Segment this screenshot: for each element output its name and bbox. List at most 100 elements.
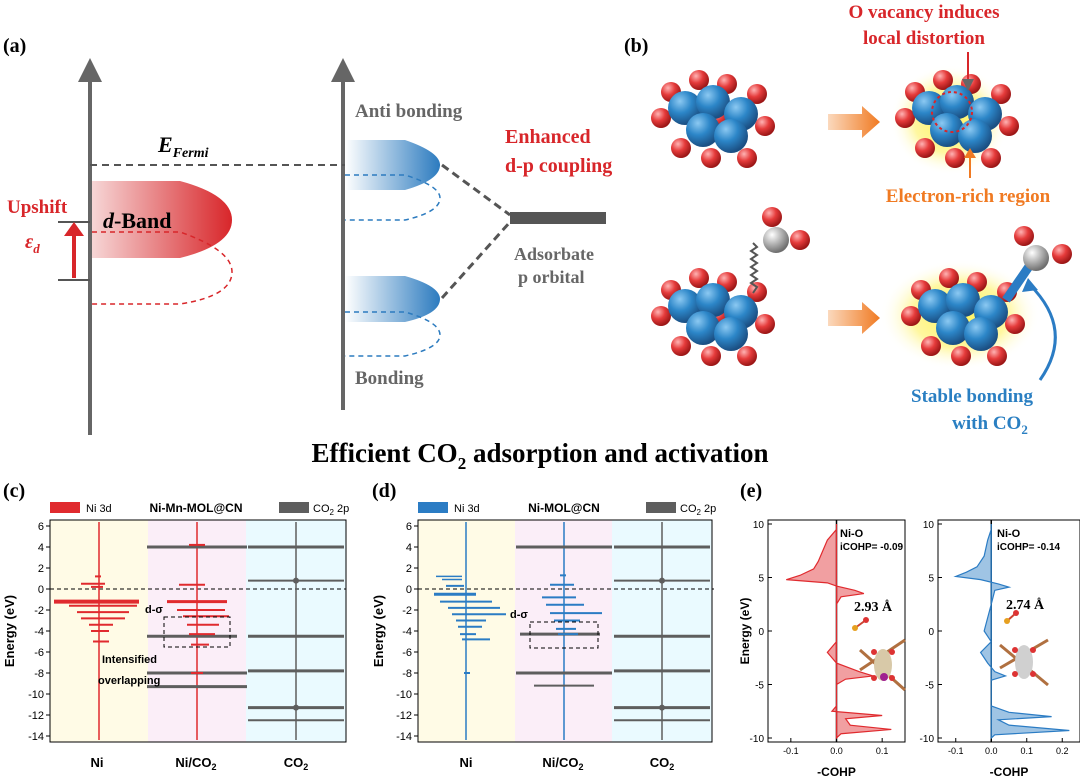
metal-atom bbox=[696, 85, 730, 119]
bond-right: Ni-O bbox=[997, 528, 1021, 540]
strong-bond bbox=[1002, 262, 1034, 303]
x-tick-label: -0.1 bbox=[948, 746, 964, 756]
cluster-vacancy bbox=[895, 70, 1019, 168]
annotation-c-2: overlapping bbox=[98, 675, 160, 687]
oxygen-atom bbox=[987, 346, 1007, 366]
oxygen-atom bbox=[737, 346, 757, 366]
antibonding-outline bbox=[345, 174, 441, 221]
y-tick-label: 4 bbox=[406, 542, 412, 554]
y-tick-label: -14 bbox=[28, 731, 44, 743]
metal-atom bbox=[946, 283, 980, 317]
metal-atom bbox=[686, 113, 720, 147]
y-tick-label: 6 bbox=[406, 521, 412, 533]
oxygen-atom bbox=[901, 306, 921, 326]
stable-bond-pointer bbox=[1028, 283, 1057, 381]
y-tick-label: -2 bbox=[34, 605, 44, 617]
x-tick-label: -0.1 bbox=[783, 746, 799, 756]
oxygen-atom bbox=[1005, 314, 1025, 334]
oxygen-atom bbox=[747, 84, 767, 104]
vacancy-marker bbox=[931, 91, 973, 133]
x-tick-label: 0.2 bbox=[1056, 746, 1069, 756]
d-band-shape bbox=[92, 181, 232, 258]
enhanced-label-1: Enhanced bbox=[505, 126, 591, 148]
icohp-left: iCOHP= -0.09 bbox=[840, 542, 904, 553]
distance-right: 2.74 Å bbox=[1006, 597, 1045, 613]
legend-d-title: Ni-MOL@CN bbox=[528, 501, 600, 515]
panel-c: (c) Ni 3d Ni-Mn-MOL@CN CO2 2p 6420-2-4-6… bbox=[2, 480, 349, 772]
x-axis-label: -COHP bbox=[817, 765, 856, 779]
x-axis-label: -COHP bbox=[990, 765, 1029, 779]
oxygen-atom bbox=[999, 116, 1019, 136]
panel-d-label: (d) bbox=[372, 480, 396, 502]
metal-atom bbox=[686, 311, 720, 345]
oxygen-atom bbox=[895, 108, 915, 128]
oxygen-atom bbox=[933, 70, 953, 90]
oxygen-atom bbox=[671, 336, 691, 356]
bonding-outline bbox=[345, 311, 441, 357]
oxygen-atom bbox=[939, 268, 959, 288]
oxygen-atom bbox=[915, 138, 935, 158]
oxygen-atom bbox=[689, 70, 709, 90]
cohp-curve bbox=[786, 524, 892, 740]
legend-d-ni3d-swatch bbox=[418, 502, 448, 513]
oxygen-atom bbox=[747, 282, 767, 302]
adsorbate-label-2: p orbital bbox=[518, 267, 585, 287]
y-tick-label: -4 bbox=[402, 626, 412, 638]
process-arrow-bottom bbox=[828, 302, 880, 334]
y-tick-label: -8 bbox=[402, 668, 412, 680]
y-tick-label: -5 bbox=[755, 681, 764, 692]
y-tick-label: 4 bbox=[38, 542, 44, 554]
legend-d-co2: CO2 2p bbox=[680, 503, 716, 517]
antibonding-label: Anti bonding bbox=[355, 101, 463, 122]
cluster-vacancy-co2 bbox=[901, 268, 1025, 366]
weak-bond-spring bbox=[749, 242, 759, 294]
d-band-previous-outline bbox=[92, 231, 233, 305]
oxygen-atom bbox=[755, 314, 775, 334]
xlabel-d-nico2: Ni/CO2 bbox=[542, 755, 583, 772]
y-tick-label: 0 bbox=[406, 584, 412, 596]
y-tick-label: 6 bbox=[38, 521, 44, 533]
xlabel-d-co2: CO2 bbox=[650, 755, 675, 772]
stable-label-1: Stable bonding bbox=[911, 386, 1033, 407]
y-tick-label: 5 bbox=[758, 574, 764, 585]
adsorbate-label-1: Adsorbate bbox=[514, 244, 594, 264]
oxygen-atom bbox=[755, 116, 775, 136]
y-tick-label: -12 bbox=[28, 710, 44, 722]
oxygen-atom bbox=[921, 336, 941, 356]
x-tick-label: 0.1 bbox=[1020, 746, 1033, 756]
bond-left: Ni-O bbox=[840, 528, 864, 540]
panel-b: (b) O vacancy induces local distortion bbox=[624, 2, 1072, 437]
legend-c-title: Ni-Mn-MOL@CN bbox=[149, 501, 242, 515]
electron-rich-pointer-head bbox=[964, 148, 976, 158]
y-tick-label: 0 bbox=[38, 584, 44, 596]
metal-atom bbox=[714, 317, 748, 351]
cluster-pristine-co2 bbox=[651, 268, 775, 366]
legend-c-co2: CO2 2p bbox=[313, 503, 349, 517]
icohp-right: iCOHP= -0.14 bbox=[997, 542, 1061, 553]
process-arrow-top bbox=[828, 106, 880, 138]
stable-label-2: with CO2 bbox=[952, 413, 1028, 437]
coupling-line-lower bbox=[440, 220, 512, 300]
dsigma-label-d: d-σ bbox=[510, 609, 528, 621]
epsilon-d-label: εd bbox=[25, 231, 40, 256]
ylabel-e: Energy (eV) bbox=[738, 598, 752, 665]
vacancy-label-1: O vacancy induces bbox=[849, 2, 1000, 23]
figure-title: Efficient CO2 adsorption and activation bbox=[311, 438, 768, 473]
stable-bond-pointer-head bbox=[1022, 278, 1038, 292]
oxygen-atom bbox=[991, 84, 1011, 104]
x-tick-label: 0.0 bbox=[830, 746, 843, 756]
dos-c bbox=[50, 522, 346, 740]
oxygen-atom bbox=[737, 148, 757, 168]
y-tick-label: -10 bbox=[396, 689, 412, 701]
oxygen-atom bbox=[671, 138, 691, 158]
dsigma-box-d bbox=[529, 621, 599, 649]
y-tick-label: -2 bbox=[402, 605, 412, 617]
panel-a: (a) EFermi d-Band Upshift εd Anti bondin… bbox=[3, 35, 612, 435]
cluster-pristine bbox=[651, 70, 775, 168]
metal-atom bbox=[958, 119, 992, 153]
oxygen-atom bbox=[651, 108, 671, 128]
y-tick-label: -10 bbox=[750, 734, 765, 745]
bonding-label: Bonding bbox=[355, 368, 424, 389]
